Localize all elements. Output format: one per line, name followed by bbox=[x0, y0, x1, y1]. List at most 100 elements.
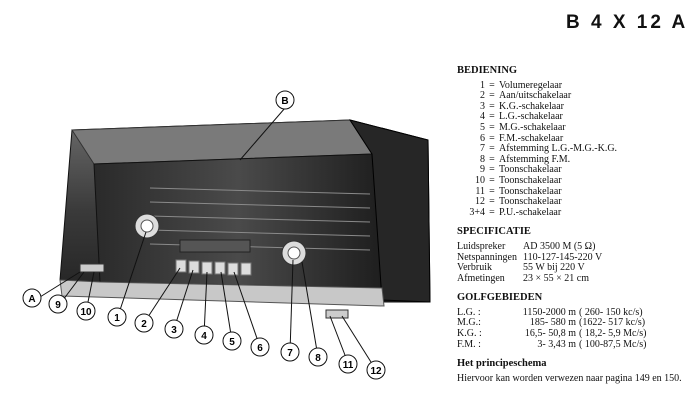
golf-frequency: (1622- 517 kc/s) bbox=[579, 317, 646, 329]
bediening-item: 3=K.G.-schakelaar bbox=[457, 100, 682, 113]
bediening-num: 5 bbox=[480, 121, 485, 133]
spec-key: Verbruik bbox=[457, 262, 492, 274]
golf-meters: 1150-2000 m bbox=[522, 306, 576, 318]
bediening-num: 3 bbox=[480, 100, 485, 112]
bediening-item: 10=Toonschakelaar bbox=[457, 174, 682, 187]
callout-4: 4 bbox=[194, 325, 214, 345]
svg-text:7: 7 bbox=[287, 348, 293, 359]
bediening-item: 6=F.M.-schakelaar bbox=[457, 132, 682, 145]
callout-9: 9 bbox=[48, 294, 68, 314]
golf-row: L.G. :1150-2000 m( 260- 150 kc/s) bbox=[457, 306, 682, 319]
bediening-num: 10 bbox=[475, 174, 485, 186]
bediening-num: 11 bbox=[475, 185, 485, 197]
equals-sign: = bbox=[489, 196, 495, 208]
bediening-label: Aan/uitschakelaar bbox=[499, 90, 572, 102]
bediening-item: 4 = L.G.-schakelaar bbox=[457, 112, 682, 123]
golf-band: K.G. : bbox=[457, 328, 482, 340]
callout-7: 7 bbox=[280, 342, 300, 362]
spec-value: 23 × 55 × 21 cm bbox=[523, 272, 589, 284]
callout-B: B bbox=[275, 90, 295, 110]
spec-value: AD 3500 M (5 Ω) bbox=[523, 240, 596, 252]
golf-row: M.G.: 185- 580 m(1622- 517 kc/s) bbox=[457, 318, 682, 329]
svg-text:5: 5 bbox=[229, 337, 235, 348]
callout-A: A bbox=[22, 288, 42, 308]
callouts: B A 9 10 1 2 3 4 5 6 7 8 11 12 bbox=[22, 90, 386, 380]
svg-text:8: 8 bbox=[315, 353, 321, 364]
bediening-num: 2 bbox=[480, 90, 485, 102]
bediening-item: 11 = Toonschakelaar bbox=[457, 185, 682, 198]
radio-photo: B A 9 10 1 2 3 4 5 6 7 8 11 12 bbox=[22, 90, 431, 380]
bediening-label: Toonschakelaar bbox=[499, 185, 562, 197]
bediening-item: 7=Afstemming L.G.-M.G.-K.G. bbox=[457, 144, 682, 155]
callout-10: 10 bbox=[76, 301, 96, 321]
equals-sign: = bbox=[489, 206, 495, 218]
bediening-label: Afstemming L.G.-M.G.-K.G. bbox=[499, 143, 618, 155]
bediening-item: 8 = Afstemming F.M. bbox=[457, 153, 682, 166]
golf-meters: 185- 580 m bbox=[529, 317, 576, 329]
spec-key: Afmetingen bbox=[457, 272, 505, 284]
svg-text:10: 10 bbox=[80, 307, 92, 318]
equals-sign: = bbox=[489, 164, 495, 176]
equals-sign: = bbox=[489, 90, 495, 102]
callout-8: 8 bbox=[308, 347, 328, 367]
svg-text:11: 11 bbox=[343, 360, 354, 371]
equals-sign: = bbox=[489, 185, 495, 197]
principeschema-title: Het principeschema bbox=[457, 358, 547, 370]
bediening-label: F.M.-schakelaar bbox=[499, 132, 564, 144]
svg-text:B: B bbox=[281, 96, 288, 107]
callout-3: 3 bbox=[164, 319, 184, 339]
bediening-label: P.U.-schakelaar bbox=[499, 206, 562, 218]
equals-sign: = bbox=[489, 111, 495, 123]
golf-band: M.G.: bbox=[457, 317, 481, 329]
svg-text:A: A bbox=[28, 294, 35, 305]
equals-sign: = bbox=[489, 121, 495, 133]
callout-leaders bbox=[39, 107, 377, 371]
golf-band: F.M. : bbox=[457, 338, 481, 350]
bediening-item: 12 = Toonschakelaar bbox=[457, 197, 682, 208]
radio-cabinet bbox=[59, 119, 431, 319]
bediening-item: 3+4 = P.U.-schakelaar bbox=[457, 206, 682, 219]
bediening-num: 7 bbox=[480, 143, 485, 155]
bediening-num: 9 bbox=[480, 164, 485, 176]
bediening-label: Toonschakelaar bbox=[499, 164, 562, 176]
spec-key: Luidspreker bbox=[457, 240, 506, 252]
bediening-num: 3+4 bbox=[469, 206, 485, 218]
callout-2: 2 bbox=[134, 313, 154, 333]
spec-value: 55 W bij 220 V bbox=[523, 262, 585, 274]
golf-row: F.M. : 3- 3,43 m( 100-87,5 Mc/s) bbox=[457, 338, 682, 351]
bediening-item: 9 = Toonschakelaar bbox=[457, 165, 682, 176]
equals-sign: = bbox=[489, 153, 495, 165]
golf-frequency: ( 100-87,5 Mc/s) bbox=[579, 338, 647, 350]
bediening-num: 8 bbox=[480, 153, 485, 165]
bediening-label: Toonschakelaar bbox=[499, 196, 562, 208]
svg-text:2: 2 bbox=[141, 319, 147, 330]
golf-meters: 3- 3,43 m bbox=[537, 338, 576, 350]
golf-meters: 16,5- 50,8 m bbox=[524, 328, 576, 340]
bediening-num: 4 bbox=[480, 111, 485, 123]
bediening-label: K.G.-schakelaar bbox=[499, 100, 564, 112]
bediening-title: BEDIENING bbox=[457, 65, 518, 76]
golf-frequency: ( 260- 150 kc/s) bbox=[579, 306, 643, 318]
svg-text:9: 9 bbox=[55, 300, 61, 311]
equals-sign: = bbox=[489, 132, 495, 144]
model-title: B 4 X 12 A bbox=[566, 12, 685, 33]
principeschema-text: Hiervoor kan worden verwezen naar pagina… bbox=[457, 372, 682, 384]
golf-frequency: ( 18,2- 5,9 Mc/s) bbox=[579, 328, 647, 340]
golf-row: K.G. : 16,5- 50,8 m( 18,2- 5,9 Mc/s) bbox=[457, 328, 682, 340]
callout-6: 6 bbox=[250, 337, 270, 357]
golfgebieden-table: L.G. :1150-2000 m( 260- 150 kc/s)M.G.: 18… bbox=[457, 306, 682, 351]
callout-1: 1 bbox=[107, 307, 127, 327]
svg-text:1: 1 bbox=[114, 313, 120, 324]
bediening-num: 12 bbox=[475, 196, 485, 208]
svg-text:12: 12 bbox=[370, 366, 382, 377]
callout-12: 12 bbox=[366, 360, 386, 380]
spec-key: Netspanningen bbox=[457, 251, 517, 263]
callout-11: 11 bbox=[338, 354, 358, 374]
bediening-label: Afstemming F.M. bbox=[499, 153, 571, 165]
bediening-label: L.G.-schakelaar bbox=[499, 111, 563, 123]
specificatie-title: SPECIFICATIE bbox=[457, 226, 531, 238]
svg-text:3: 3 bbox=[171, 325, 177, 336]
bediening-num: 1 bbox=[480, 79, 485, 91]
